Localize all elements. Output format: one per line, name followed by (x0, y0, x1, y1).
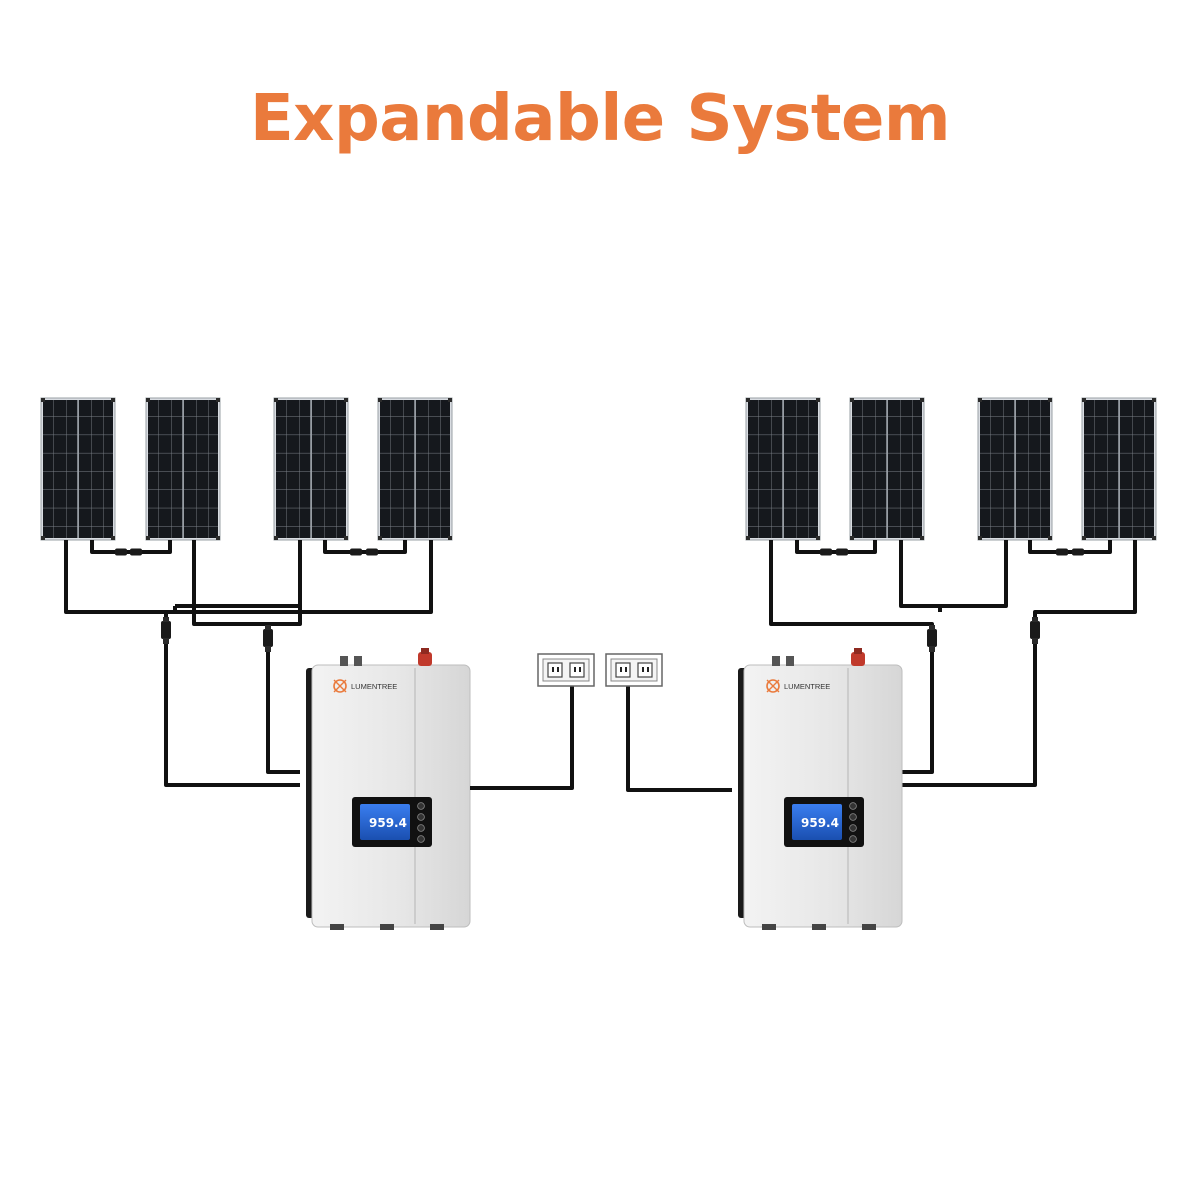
solar-panel-icon (40, 397, 116, 541)
down-button (417, 824, 425, 832)
right-inverter: LUMENTREE 959.4 (738, 648, 903, 930)
wall-outlet-icon (605, 653, 663, 687)
power-button (851, 652, 865, 666)
inverter-brand: LUMENTREE (351, 682, 397, 691)
left-connectors (115, 548, 378, 652)
lcd-screen (792, 804, 842, 840)
inverter-brand: LUMENTREE (784, 682, 830, 691)
enter-button (849, 835, 857, 843)
page-title: Expandable System (249, 82, 951, 156)
left-solar-array (40, 397, 453, 541)
right-connectors (820, 548, 1084, 652)
down-button (849, 824, 857, 832)
y-branch-connector (263, 625, 273, 652)
wall-outlet-icon (537, 653, 595, 687)
up-button (417, 813, 425, 821)
y-branch-connector (161, 617, 171, 644)
menu-button (417, 802, 425, 810)
menu-button (849, 802, 857, 810)
y-branch-connector (1030, 617, 1040, 644)
solar-panel-icon (977, 397, 1053, 541)
lcd-power-value: 959.4 (801, 816, 839, 830)
solar-panel-icon (273, 397, 349, 541)
right-solar-array (745, 397, 1157, 541)
ac-cables (470, 676, 732, 792)
lcd-power-value: 959.4 (369, 816, 407, 830)
lcd-screen (360, 804, 410, 840)
solar-panel-icon (1081, 397, 1157, 541)
enter-button (417, 835, 425, 843)
power-button (418, 652, 432, 666)
left-array-cables (64, 540, 433, 787)
solar-panel-icon (377, 397, 453, 541)
y-branch-connector (927, 625, 937, 652)
sun-logo-icon (333, 679, 347, 693)
sun-logo-icon (766, 679, 780, 693)
left-inverter: LUMENTREE 959.4 (306, 648, 471, 930)
solar-panel-icon (145, 397, 221, 541)
up-button (849, 813, 857, 821)
solar-panel-icon (745, 397, 821, 541)
solar-panel-icon (849, 397, 925, 541)
